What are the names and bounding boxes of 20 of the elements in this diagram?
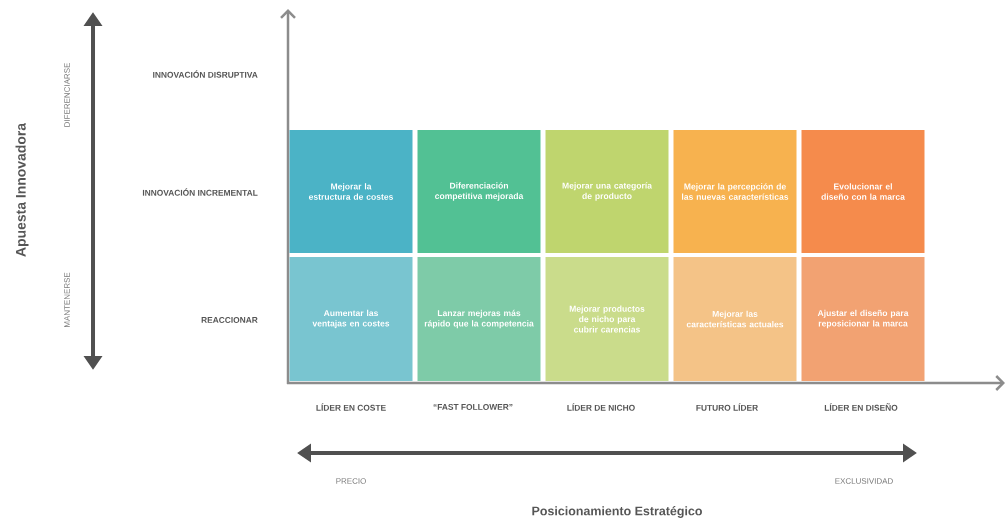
matrix-cell: Mejorar una categoría de producto: [545, 130, 669, 253]
axis-label: Apuesta Innovadora: [15, 122, 29, 257]
axis-label: REACCIONAR: [201, 317, 258, 323]
matrix-cell: Ajustar el diseño para reposicionar la marca: [801, 257, 925, 381]
axis-label: INNOVACIÓN DISRUPTIVA: [153, 70, 258, 78]
axis-label: INNOVACIÓN INCREMENTAL: [142, 188, 258, 196]
matrix-cell: Mejorar la estructura de costes: [289, 130, 413, 253]
matrix-cell: Mejorar productos de nicho para cubrir carencias: [545, 257, 669, 381]
matrix-cell: Evolucionar el diseño con la marca: [801, 130, 925, 253]
matrix-cell: Mejorar la percepción de las nuevas características: [673, 130, 797, 253]
axis-label: Posicionamiento Estratégico: [532, 506, 702, 518]
matrix-cell: Aumentar las ventajas en costes: [289, 257, 413, 381]
axis-label: FUTURO LÍDER: [696, 403, 758, 411]
axis-label: LÍDER EN DISEÑO: [824, 403, 898, 411]
axis-label: LÍDER DE NICHO: [567, 403, 635, 411]
matrix-cell: Diferenciación competitiva mejorada: [417, 130, 541, 253]
axis-label: “FAST FOLLOWER”: [433, 404, 513, 410]
matrix-cell: Mejorar las características actuales: [673, 257, 797, 381]
matrix-cell: Lanzar mejoras más rápido que la competencia: [417, 257, 541, 381]
axis-label: LÍDER EN COSTE: [316, 403, 386, 411]
